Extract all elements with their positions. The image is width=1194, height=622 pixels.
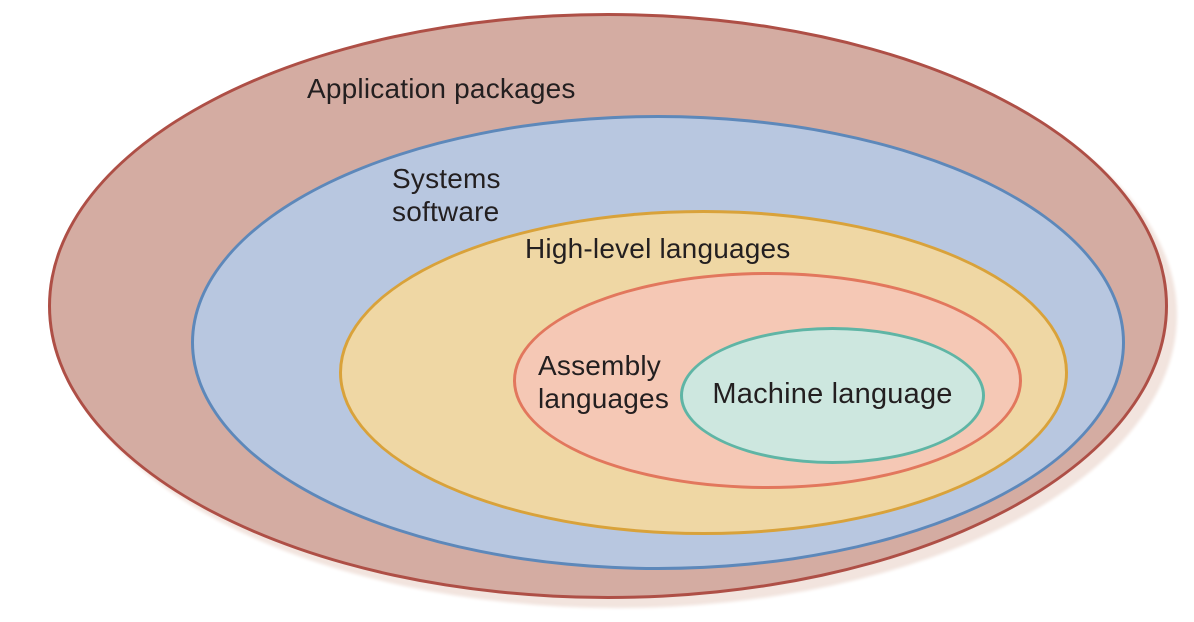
label-assembly-languages: Assembly languages <box>538 349 669 415</box>
label-high-level-languages: High-level languages <box>525 233 791 264</box>
label-application-packages: Application packages <box>307 73 576 104</box>
label-systems-software-line1: Systems <box>392 163 501 194</box>
label-machine-language: Machine language <box>712 378 953 410</box>
ellipse-machine-language <box>680 327 985 464</box>
label-assembly-languages-line2: languages <box>538 383 670 414</box>
label-systems-software-line2: software <box>392 196 500 227</box>
label-systems-software: Systems software <box>392 162 501 228</box>
label-assembly-languages-line1: Assembly <box>538 350 661 381</box>
